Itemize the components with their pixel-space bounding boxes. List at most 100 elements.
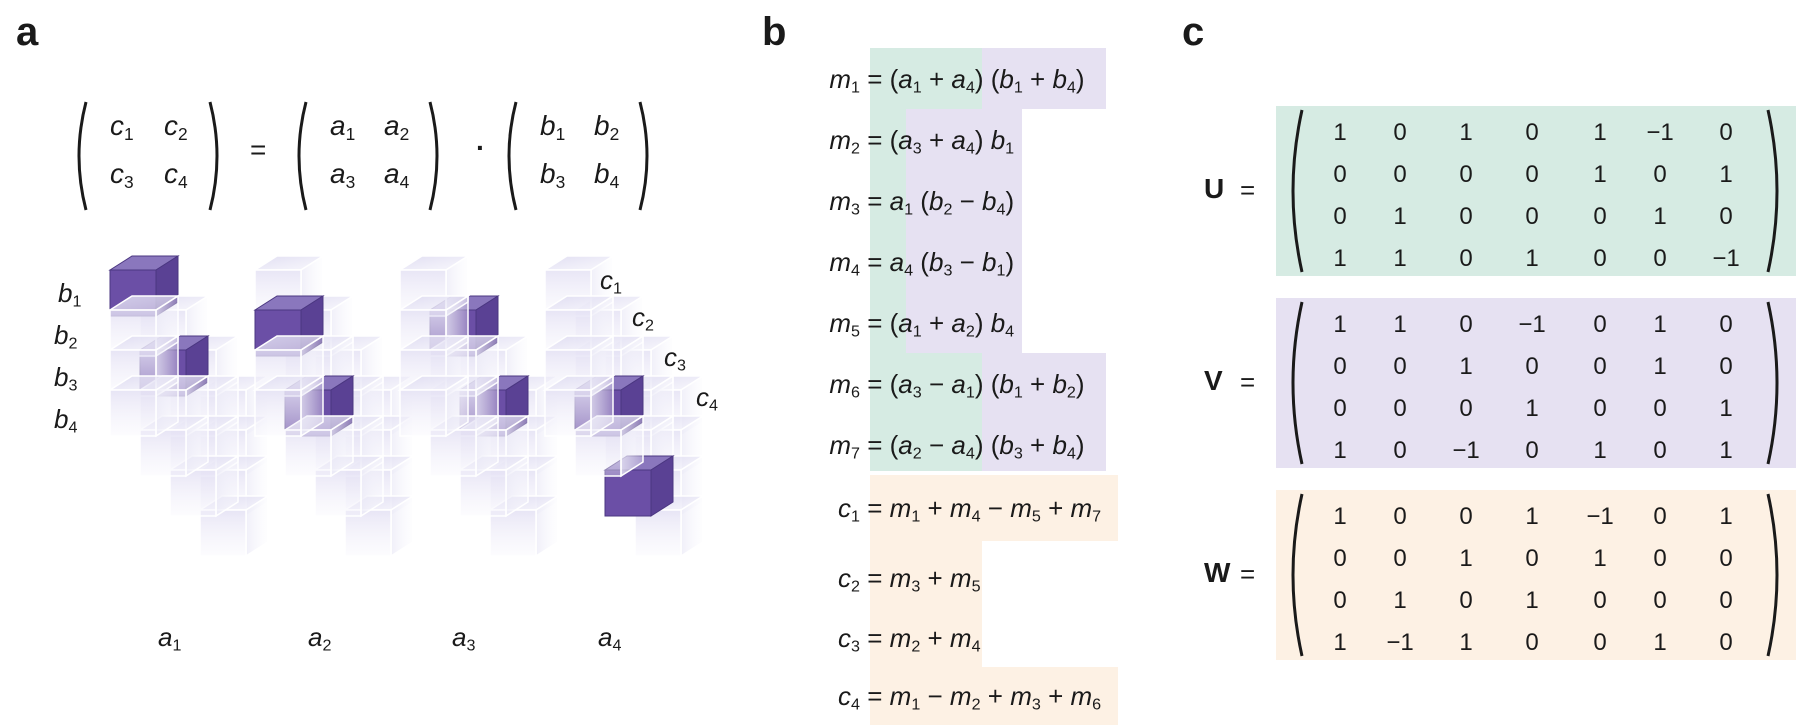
matrix-cell: 0 <box>1393 353 1407 380</box>
left-paren <box>297 101 308 211</box>
a-axis-label: a2 <box>308 622 332 655</box>
b-matrix-entry: b4 <box>594 158 620 192</box>
matrix-cell: 0 <box>1459 395 1473 422</box>
matrix-cell: 0 <box>1459 587 1473 614</box>
left-paren <box>1291 301 1304 465</box>
matrix-cell: 0 <box>1719 119 1733 146</box>
matrix-name: U <box>1204 173 1225 204</box>
matrix-cell: 1 <box>1393 203 1407 230</box>
c-matrix-entry: c2 <box>164 110 188 144</box>
matrix-cell: −1 <box>1518 311 1546 338</box>
right-paren <box>208 101 219 211</box>
matrix-cell: 0 <box>1393 545 1407 572</box>
a-matrix-entry: a2 <box>384 110 410 144</box>
left-paren <box>507 101 518 211</box>
matrix-cell: 0 <box>1525 203 1539 230</box>
a-matrix-entry: a4 <box>384 158 410 192</box>
left-paren <box>1291 493 1304 657</box>
matrix-cell: −1 <box>1646 119 1674 146</box>
matrix-cell: 0 <box>1459 161 1473 188</box>
panel-label-b: b <box>762 10 787 54</box>
matrix-cell: 1 <box>1719 161 1733 188</box>
matrix-name: W <box>1204 557 1231 588</box>
peach-band <box>870 667 1118 725</box>
matrix-cell: 0 <box>1525 545 1539 572</box>
matrix-cell: 0 <box>1719 545 1733 572</box>
matrix-background <box>1276 298 1796 468</box>
matrix-cell: 0 <box>1593 245 1607 272</box>
matrix-cell: 0 <box>1593 203 1607 230</box>
b-axis-label: b1 <box>58 278 82 311</box>
matrix-cell: 1 <box>1653 353 1667 380</box>
a-axis-label: a3 <box>452 622 476 655</box>
left-paren <box>77 101 88 211</box>
matrix-cell: 0 <box>1333 587 1347 614</box>
matrix-cell: 0 <box>1593 353 1607 380</box>
matrix-cell: 1 <box>1719 395 1733 422</box>
m-equation: m3 = a1 (b2 − b4) <box>829 186 1015 219</box>
matrix-cell: 0 <box>1459 503 1473 530</box>
matrix-cell: 0 <box>1525 437 1539 464</box>
a-axis-label: a4 <box>598 622 622 655</box>
tensor-cube <box>457 454 531 518</box>
c-equation: c4 = m1 − m2 + m3 + m6 <box>838 681 1102 714</box>
left-paren <box>1291 109 1304 273</box>
matrix-cell: 1 <box>1719 503 1733 530</box>
matrix-cell: 0 <box>1653 437 1667 464</box>
matrix-cell: 0 <box>1653 161 1667 188</box>
matrix-cell: 0 <box>1653 587 1667 614</box>
c-equation: c1 = m1 + m4 − m5 + m7 <box>838 493 1102 526</box>
matrix-cell: 1 <box>1333 503 1347 530</box>
b-axis-label: b3 <box>54 362 78 395</box>
c-axis-label: c2 <box>632 302 654 335</box>
matrix-cell: 0 <box>1525 161 1539 188</box>
matrix-cell: 0 <box>1333 395 1347 422</box>
tensor-cube <box>197 494 271 558</box>
matrix-cell: 0 <box>1459 245 1473 272</box>
a-axis-label: a1 <box>158 622 182 655</box>
m-equation: m4 = a4 (b3 − b1) <box>829 247 1015 280</box>
m-equation: m2 = (a3 + a4) b1 <box>829 125 1015 158</box>
matrix-cell: 0 <box>1653 245 1667 272</box>
matrix-background <box>1276 106 1796 276</box>
matrix-cell: −1 <box>1386 629 1414 656</box>
peach-band <box>870 541 982 667</box>
matrix-cell: 1 <box>1333 437 1347 464</box>
matrix-cell: 0 <box>1593 629 1607 656</box>
matrix-cell: 1 <box>1459 545 1473 572</box>
matrix-cell: 1 <box>1593 545 1607 572</box>
matrix-cell: 0 <box>1333 203 1347 230</box>
strassen-equations: m1 = (a1 + a4) (b1 + b4)m2 = (a3 + a4) b… <box>829 48 1118 725</box>
matrix-cell: −1 <box>1452 437 1480 464</box>
matrix-cell: 0 <box>1459 203 1473 230</box>
c-matrix-entry: c1 <box>110 110 134 144</box>
purple-band <box>982 48 1106 109</box>
matrix-cell: 0 <box>1525 353 1539 380</box>
panel-label-a: a <box>16 10 39 54</box>
matrix-cell: 1 <box>1525 395 1539 422</box>
strassen-tensor-diagram <box>107 254 706 558</box>
tensor-cube <box>542 374 616 438</box>
matrix-cell: −1 <box>1586 503 1614 530</box>
b-matrix-entry: b3 <box>540 158 566 192</box>
m-equation: m7 = (a2 − a4) (b3 + b4) <box>829 430 1085 463</box>
m-equation: m6 = (a3 − a1) (b1 + b2) <box>829 369 1085 402</box>
right-paren <box>1766 493 1779 657</box>
matrix-cell: 1 <box>1593 119 1607 146</box>
matrix-cell: 0 <box>1333 353 1347 380</box>
matrix-cell: 0 <box>1525 629 1539 656</box>
matrix-cell: 0 <box>1719 311 1733 338</box>
c-axis-label: c3 <box>664 342 686 375</box>
matrix-background <box>1276 490 1796 660</box>
matrix-cell: 0 <box>1333 545 1347 572</box>
c-equation: c2 = m3 + m5 <box>838 563 981 596</box>
matrix-cell: 1 <box>1393 245 1407 272</box>
a-matrix-entry: a3 <box>330 158 356 192</box>
matrix-cell: 1 <box>1333 629 1347 656</box>
matrix-cell: 1 <box>1333 245 1347 272</box>
matrix-cell: 1 <box>1393 311 1407 338</box>
c-axis-label: c1 <box>600 265 622 298</box>
c-axis-label: c4 <box>696 382 718 415</box>
c-matrix-entry: c3 <box>110 158 134 192</box>
equals-sign: = <box>250 134 267 165</box>
